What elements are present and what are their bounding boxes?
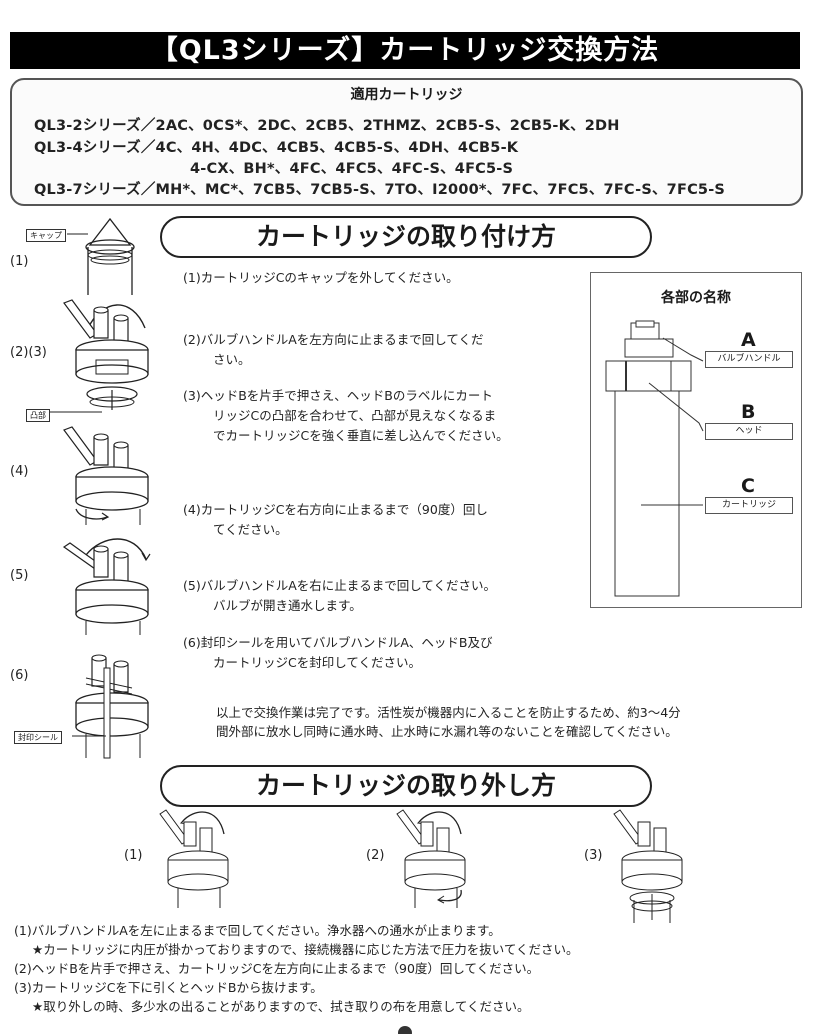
- completion-note: 以上で交換作業は完了です。活性炭が機器内に入ることを防止するため、約3～4分 間…: [216, 705, 681, 739]
- step-marker-1: (1): [10, 254, 29, 269]
- parts-names-panel: 各部の名称 A バルブハンドル B ヘッド C カートリッジ: [590, 272, 802, 608]
- part-letter-c: C: [741, 475, 755, 497]
- page-title: 【QL3シリーズ】カートリッジ交換方法: [10, 32, 800, 69]
- part-letter-a: A: [741, 329, 756, 351]
- open-valve-illustration: [62, 535, 162, 635]
- removal-rotate-illustration: [395, 808, 475, 908]
- parts-title: 各部の名称: [661, 290, 731, 306]
- part-letter-b: B: [741, 401, 756, 423]
- rotate-cartridge-illustration: [62, 425, 162, 525]
- install-step-6: (6)封印シールを用いてバルブハンドルA、ヘッドB及び カートリッジCを封印して…: [183, 635, 493, 670]
- boss-label: 凸部: [26, 409, 50, 422]
- compatible-heading: 適用カートリッジ: [350, 87, 463, 103]
- filter-unit-diagram: [591, 273, 803, 609]
- removal-step-marker-3: (3): [584, 848, 603, 863]
- removal-step-marker-2: (2): [366, 848, 385, 863]
- part-name-head: ヘッド: [705, 423, 793, 440]
- cap-label: キャップ: [26, 229, 66, 242]
- step-marker-6: (6): [10, 668, 29, 683]
- step-marker-5: (5): [10, 568, 29, 583]
- compat-row-ql3-4: QL3-4シリーズ／4C、4H、4DC、4CB5、4CB5-S、4DH、4CB5…: [34, 140, 519, 156]
- part-name-valve-handle: バルブハンドル: [705, 351, 793, 368]
- compatible-cartridges-box: 適用カートリッジ QL3-2シリーズ／2AC、0CS*、2DC、2CB5、2TH…: [10, 78, 803, 206]
- install-section-title: カートリッジの取り付け方: [160, 216, 652, 258]
- seal-illustration: [62, 648, 162, 758]
- step-marker-4: (4): [10, 464, 29, 479]
- removal-pull-illustration: [612, 808, 692, 923]
- compat-row-ql3-4-cont: 4-CX、BH*、4FC、4FC5、4FC-S、4FC5-S: [190, 161, 514, 177]
- removal-instructions: (1)バルブハンドルAを左に止まるまで回してください。浄水器への通水が止まります…: [14, 923, 579, 1014]
- removal-section-title: カートリッジの取り外し方: [160, 765, 652, 807]
- compat-row-ql3-2: QL3-2シリーズ／2AC、0CS*、2DC、2CB5、2THMZ、2CB5-S…: [34, 118, 620, 134]
- step-marker-2-3: (2)(3): [10, 345, 47, 360]
- cartridge-cap-illustration: [70, 215, 150, 295]
- install-step-5: (5)バルブハンドルAを右に止まるまで回してください。 バルブが開き通水します。: [183, 578, 497, 613]
- valve-head-insert-illustration: [62, 298, 162, 423]
- install-step-3: (3)ヘッドBを片手で押さえ、ヘッドBのラベルにカート リッジCの凸部を合わせて…: [183, 388, 509, 443]
- install-step-4: (4)カートリッジCを右方向に止まるまで（90度）回し てください。: [183, 502, 488, 537]
- page-number-marker: [398, 1026, 412, 1034]
- removal-step-marker-1: (1): [124, 848, 143, 863]
- seal-label: 封印シール: [14, 731, 62, 744]
- compat-row-ql3-7: QL3-7シリーズ／MH*、MC*、7CB5、7CB5-S、7TO、I2000*…: [34, 182, 726, 198]
- install-step-1: (1)カートリッジCのキャップを外してください。: [183, 270, 459, 285]
- install-step-2: (2)バルブハンドルAを左方向に止まるまで回してくだ さい。: [183, 332, 484, 367]
- removal-close-valve-illustration: [158, 808, 238, 908]
- part-name-cartridge: カートリッジ: [705, 497, 793, 514]
